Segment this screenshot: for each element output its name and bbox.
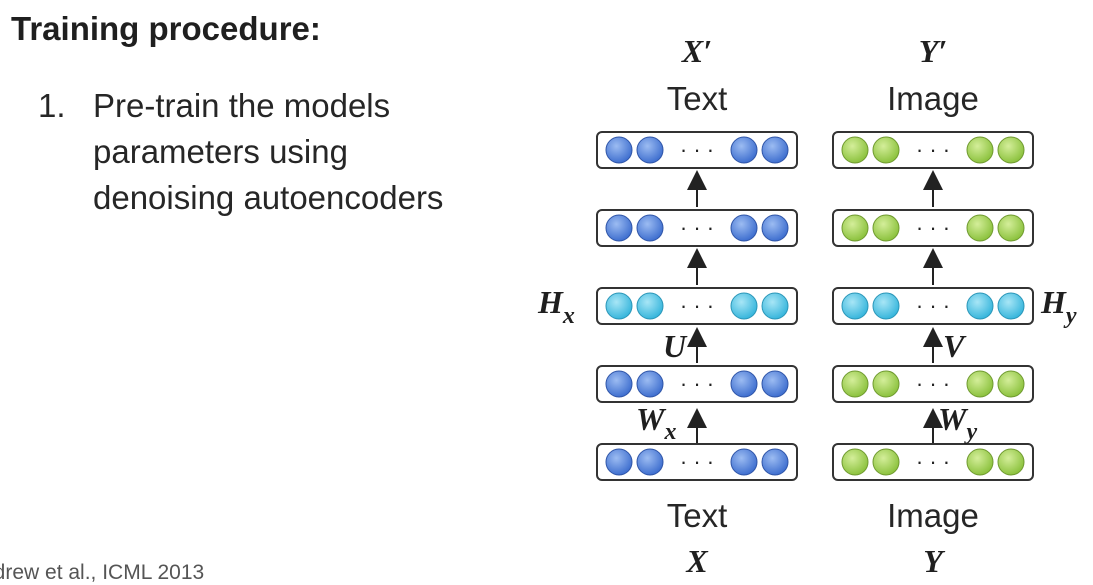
weight-label-Wy-sub: y (963, 419, 977, 445)
node (636, 370, 664, 398)
node (605, 136, 633, 164)
weight-label-U-base: U (663, 328, 688, 364)
node (966, 292, 994, 320)
node (997, 292, 1025, 320)
node (872, 136, 900, 164)
citation: ndrew et al., ICML 2013 (0, 561, 205, 584)
node (636, 214, 664, 242)
node (841, 448, 869, 476)
step-number: 1. (38, 87, 66, 124)
node (730, 448, 758, 476)
node (761, 448, 789, 476)
node (761, 292, 789, 320)
node (761, 370, 789, 398)
left-input-variable: X (685, 543, 708, 579)
node (997, 136, 1025, 164)
node (997, 448, 1025, 476)
node (730, 370, 758, 398)
layer-dots: · · · (680, 293, 714, 318)
node (730, 292, 758, 320)
node (872, 448, 900, 476)
node (966, 214, 994, 242)
node (872, 292, 900, 320)
left-output-variable: X′ (681, 33, 712, 69)
node (841, 370, 869, 398)
node (636, 136, 664, 164)
right-layer-decoder: · · · (832, 209, 1034, 247)
right-output-variable: Y′ (919, 33, 948, 69)
right-hidden-label-base: H (1040, 284, 1067, 320)
weight-label-Wy-base: W (938, 401, 969, 437)
weight-label-V-base: V (943, 328, 967, 364)
node (605, 448, 633, 476)
node (636, 448, 664, 476)
step-line-2: parameters using (93, 133, 348, 170)
right-output-label: Image (887, 80, 979, 117)
step-line-3: denoising autoencoders (93, 179, 444, 216)
left-hidden-label-sub: x (562, 303, 575, 329)
right-layer-encoder: · · · (832, 365, 1034, 403)
weight-label-U: U (663, 328, 688, 364)
right-layer-output: · · · (832, 131, 1034, 169)
layer-dots: · · · (916, 137, 950, 162)
node (841, 214, 869, 242)
node (636, 292, 664, 320)
left-input-label: Text (667, 497, 728, 534)
node (605, 214, 633, 242)
layer-dots: · · · (680, 215, 714, 240)
left-layer-output: · · · (596, 131, 798, 169)
node (761, 136, 789, 164)
step-text: Pre-train the models parameters using de… (93, 83, 533, 221)
node (730, 214, 758, 242)
layer-dots: · · · (680, 371, 714, 396)
node (730, 136, 758, 164)
node (841, 292, 869, 320)
right-input-variable: Y (923, 543, 945, 579)
weight-label-V: V (943, 328, 967, 364)
node (605, 292, 633, 320)
node (997, 214, 1025, 242)
node (966, 448, 994, 476)
node (966, 370, 994, 398)
right-layer-input: · · · (832, 443, 1034, 481)
weight-label-Wx-sub: x (663, 419, 676, 445)
right-hidden-label-sub: y (1063, 303, 1077, 329)
left-layer-hidden: · · · (596, 287, 798, 325)
left-hidden-label-base: H (537, 284, 564, 320)
layer-dots: · · · (916, 215, 950, 240)
left-hidden-label: Hx (537, 284, 575, 329)
weight-label-Wx-base: W (636, 401, 667, 437)
node (997, 370, 1025, 398)
node (605, 370, 633, 398)
node (872, 214, 900, 242)
node (841, 136, 869, 164)
left-layer-encoder: · · · (596, 365, 798, 403)
node (872, 370, 900, 398)
layer-dots: · · · (916, 371, 950, 396)
step-line-1: Pre-train the models (93, 87, 391, 124)
left-output-label: Text (667, 80, 728, 117)
layer-dots: · · · (916, 293, 950, 318)
left-layer-input: · · · (596, 443, 798, 481)
weight-label-Wy: Wy (938, 401, 977, 445)
node (761, 214, 789, 242)
layer-dots: · · · (916, 449, 950, 474)
layer-dots: · · · (680, 449, 714, 474)
node (966, 136, 994, 164)
right-layer-hidden: · · · (832, 287, 1034, 325)
weight-label-Wx: Wx (636, 401, 676, 445)
layer-dots: · · · (680, 137, 714, 162)
right-hidden-label: Hy (1040, 284, 1077, 329)
left-layer-decoder: · · · (596, 209, 798, 247)
right-input-label: Image (887, 497, 979, 534)
slide-heading: Training procedure: (11, 10, 321, 47)
